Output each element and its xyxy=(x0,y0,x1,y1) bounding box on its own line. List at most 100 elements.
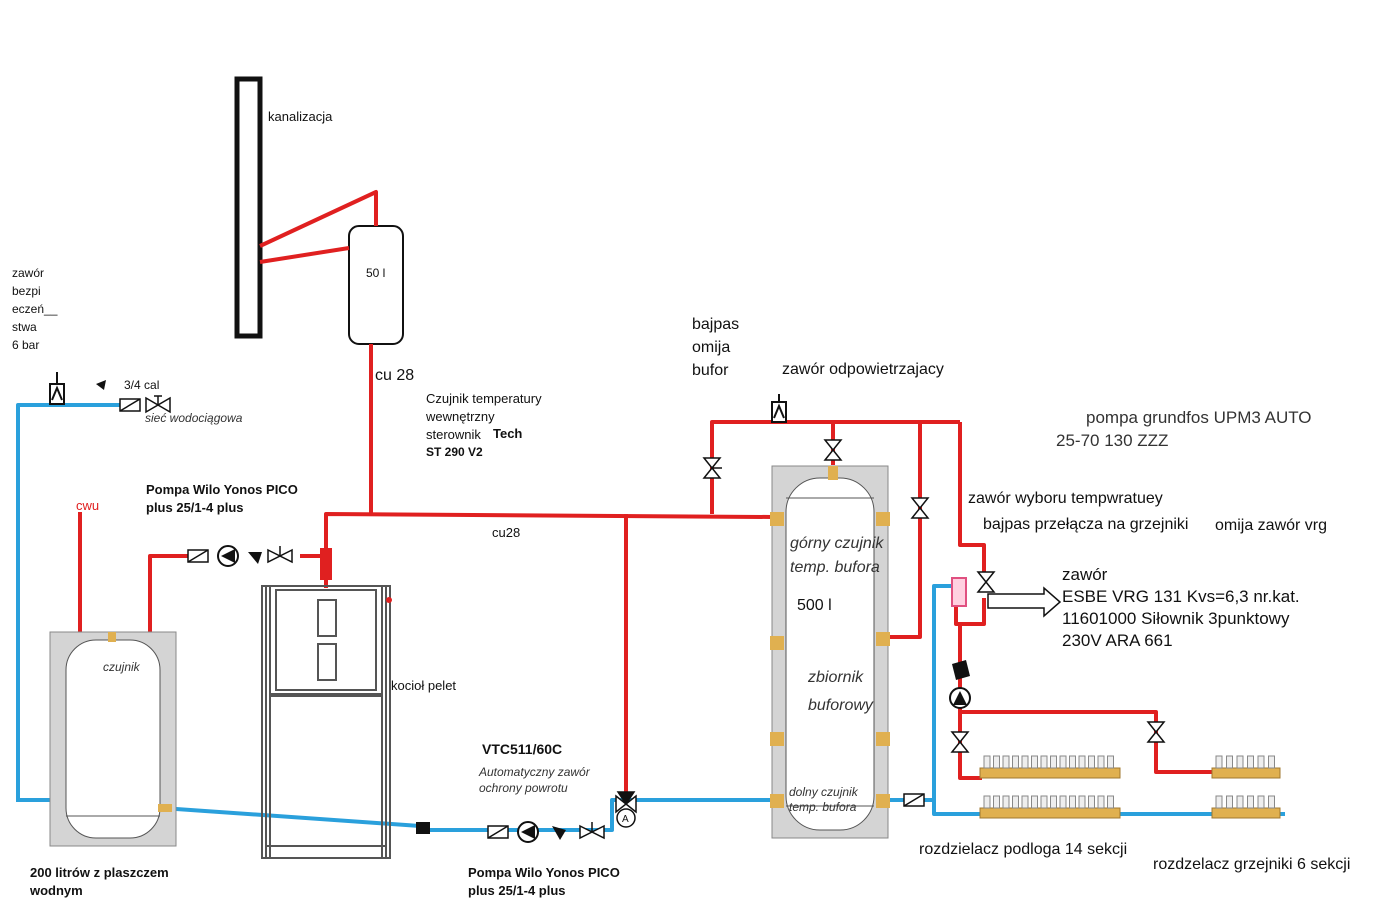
label-buffer-top-sensor: górny czujnik temp. bufora xyxy=(790,535,884,576)
return-black-fitting xyxy=(416,822,430,834)
label-buffer-volume: 500 l xyxy=(797,597,832,614)
manifold-outlet xyxy=(1050,755,1057,769)
cold-pipes xyxy=(16,403,1285,832)
boiler-return-pipe xyxy=(161,806,421,828)
label-grundfos-model: 25-70 130 ZZZ xyxy=(1056,431,1169,450)
mains-ball-valve xyxy=(145,395,171,414)
mains-check-valve xyxy=(119,398,141,412)
buffer-tank xyxy=(770,465,890,839)
label-cu28-vertical: cu 28 xyxy=(375,367,415,384)
manifold-outlet xyxy=(1069,755,1076,769)
label-pump-bottom: Pompa Wilo Yonos PICO plus 25/1-4 plus xyxy=(468,865,620,898)
manifold-outlet xyxy=(1215,755,1223,769)
mains-arrow-icon xyxy=(96,380,106,390)
pump-bottom-icon xyxy=(517,821,566,843)
grundfos-pump-icon xyxy=(949,660,971,709)
manifold-outlet xyxy=(1247,795,1254,809)
label-esbe-valve: zawór ESBE VRG 131 Kvs=6,3 nr.kat. 11601… xyxy=(1062,565,1300,650)
label-bypass-buffer: bajpas omija bufor xyxy=(692,316,740,379)
manifold-outlet xyxy=(1257,795,1265,809)
manifold-outlet xyxy=(1247,755,1254,769)
label-water-network: sieć wodociągowa xyxy=(145,411,243,425)
label-kanalizacja: kanalizacja xyxy=(268,109,333,124)
manifold-outlet xyxy=(1002,795,1010,809)
label-temp-sensor-brand: Tech xyxy=(493,426,523,441)
valves xyxy=(119,395,1166,840)
label-temp-sensor: Czujnik temperatury wewnętrzny sterownik xyxy=(426,391,542,442)
label-return-temp-valve: zawór wyboru tempwratuey xyxy=(968,490,1163,507)
label-cal-size: 3/4 cal xyxy=(124,378,160,392)
manifold-outlet xyxy=(983,795,991,809)
manifold-outlet xyxy=(1012,755,1019,769)
expansion-tank xyxy=(348,225,404,345)
label-expansion-tank: 50 l xyxy=(366,266,386,280)
air-vents xyxy=(49,372,787,423)
supply-to-mixing xyxy=(958,422,986,578)
pump-top-icon xyxy=(217,545,262,567)
manifold-outlet xyxy=(1268,755,1275,769)
label-cwu-sensor: czujnik xyxy=(103,660,140,674)
label-grundfos-pump: pompa grundfos UPM3 AUTO xyxy=(1086,408,1312,427)
manifold-outlet xyxy=(1002,755,1010,769)
return-line xyxy=(420,798,772,832)
svg-text:A: A xyxy=(622,814,629,825)
pellet-boiler xyxy=(261,585,391,859)
manifold-outlet xyxy=(1236,755,1244,769)
mixing-side-valve xyxy=(976,571,996,593)
manifold-outlet xyxy=(1078,755,1086,769)
manifold-outlet xyxy=(1088,755,1095,769)
drain-stack xyxy=(234,76,263,339)
boiler-top-connector xyxy=(320,548,332,580)
manifold-outlet xyxy=(1097,755,1105,769)
manifold-return xyxy=(932,800,1285,816)
boiler-red-dot xyxy=(386,597,392,603)
pump-bottom-check-valve xyxy=(487,825,509,839)
label-vtc-model: VTC511/60C xyxy=(482,741,563,757)
label-safety-valve: zawór bezpi eczeń__ stwa 6 bar xyxy=(12,266,58,352)
radiator-manifold xyxy=(1211,767,1281,819)
label-cu28-main: cu28 xyxy=(492,525,521,540)
label-boiler: kocioł pelet xyxy=(391,678,457,693)
manifold-outlet xyxy=(1107,755,1114,769)
manifold-outlet xyxy=(983,755,991,769)
label-radiator-manifold: rozdzelacz grzejniki 6 sekcji xyxy=(1153,856,1351,873)
manifold-outlet xyxy=(1059,795,1067,809)
drain-pipe-upper xyxy=(259,190,378,248)
label-vtc-desc: Automatyczny zawór ochrony powrotu xyxy=(479,765,590,795)
manifold-outlet xyxy=(1012,795,1019,809)
floor-manifold-outlets xyxy=(983,755,1114,809)
pump-top-check-valve xyxy=(187,549,209,563)
label-cwu-tank: 200 litrów z plaszczem wodnym xyxy=(30,865,169,898)
manifold-outlet xyxy=(1078,795,1086,809)
manifold-outlet xyxy=(1107,795,1114,809)
floor-manifold xyxy=(979,767,1121,819)
manifold-outlet xyxy=(1050,795,1057,809)
manifold-outlet xyxy=(1088,795,1095,809)
buffer-top-valve xyxy=(823,439,843,461)
mains-water-pipe xyxy=(16,403,120,802)
drain-pipe-lower xyxy=(259,246,350,264)
cwu-coil-feed xyxy=(148,554,196,632)
label-floor-manifold: rozdzielacz podloga 14 sekcji xyxy=(919,841,1128,858)
main-supply-pipe xyxy=(324,512,773,560)
manifold-outlet xyxy=(1226,795,1233,809)
manifold-outlet xyxy=(1021,755,1029,769)
bypass-right xyxy=(888,422,922,639)
cwu-tank xyxy=(49,631,177,847)
cwu-air-vent xyxy=(49,372,65,405)
manifold-outlet xyxy=(1069,795,1076,809)
label-cwu: cwu xyxy=(76,498,100,513)
manifold-outlet xyxy=(1257,755,1265,769)
label-buffer-tank: zbiornik buforowy xyxy=(808,669,873,714)
buffer-return-check-valve xyxy=(903,793,925,807)
vtc-valve: A xyxy=(615,791,637,828)
floor-manifold-valve xyxy=(950,731,970,753)
manifold-outlet xyxy=(1031,795,1038,809)
manifold-outlet xyxy=(1031,755,1038,769)
radiator-manifold-outlets xyxy=(1215,755,1275,809)
manifold-outlet xyxy=(1097,795,1105,809)
label-bypass-radiators: bajpas przełącza na grzejniki xyxy=(983,516,1189,533)
manifold-outlet xyxy=(1040,755,1048,769)
label-buffer-bottom-sensor: dolny czujnik temp. bufora xyxy=(789,785,858,814)
